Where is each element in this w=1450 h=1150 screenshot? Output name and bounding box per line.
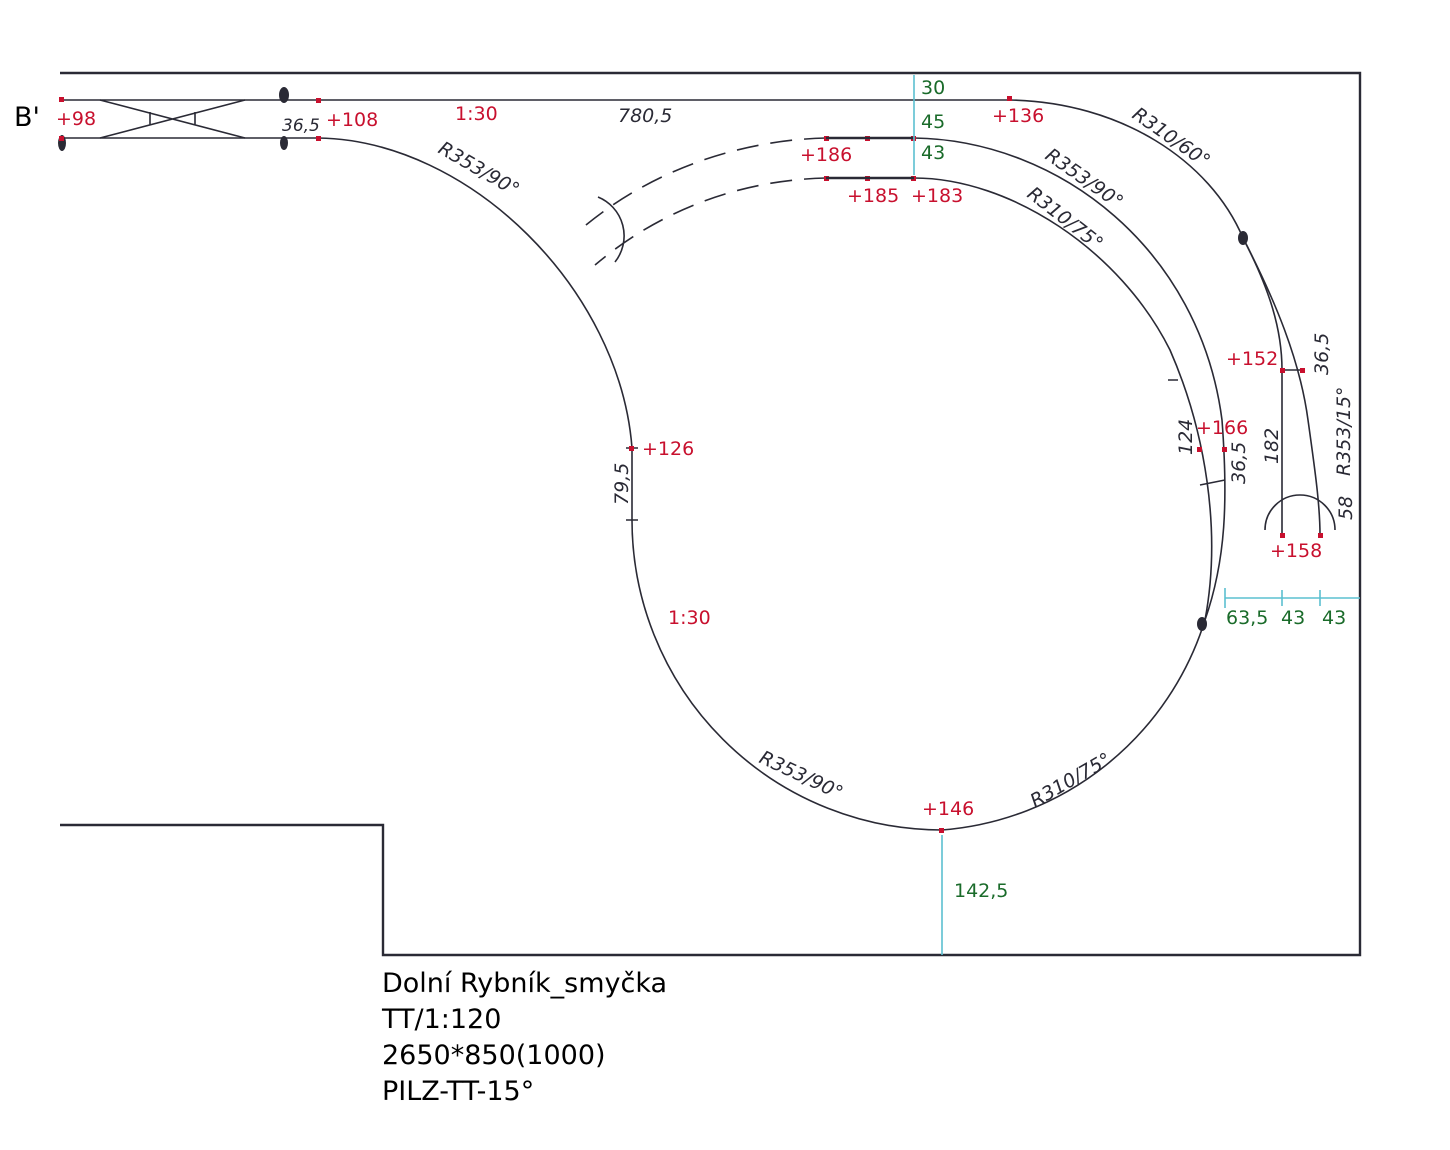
dimension-lines [913,75,1360,955]
plan-title: Dolní Rybník_smyčka [382,968,668,999]
track-length: 780,5 [618,105,672,127]
hidden-track-upper [579,137,827,231]
track-length: 58 [1335,496,1357,520]
track-radius: R310/75° [1027,749,1116,813]
dimension-label: 45 [921,111,945,133]
track-length: 182 [1261,428,1283,464]
buffer-stop [1264,494,1336,531]
gradient-label: 1:30 [455,103,498,125]
height-label: +166 [1196,417,1248,439]
dimension-label: 43 [1281,607,1305,629]
tunnel-portal [597,196,625,263]
loop-track-inner [317,137,1213,831]
track-length: 79,5 [611,463,633,505]
track-upper-main [60,99,1321,536]
bridge-segment [826,136,914,180]
plan-caption: Dolní Rybník_smyčka TT/1:120 2650*850(10… [382,966,667,1110]
board-outline [60,71,1362,957]
track-radius: R353/15° [1333,386,1355,476]
height-label: +186 [800,144,852,166]
track-radius: R353/90° [435,137,524,201]
height-label: +158 [1270,540,1322,562]
section-label: B' [14,102,40,133]
dimension-label: 63,5 [1226,607,1268,629]
track-length: 124 [1175,419,1197,455]
track-length: 36,5 [1311,333,1333,375]
height-label: +146 [922,798,974,820]
gradient-label: 1:30 [668,607,711,629]
hidden-track-lower [594,177,827,266]
track-radius: R310/60° [1128,103,1214,172]
plan-scale: TT/1:120 [382,1004,502,1035]
height-label: +98 [56,108,96,130]
height-label: +136 [992,105,1044,127]
track-length: 36,5 [282,116,320,136]
crossover [99,99,246,139]
height-label: +152 [1226,348,1278,370]
dimension-label: 142,5 [954,880,1008,902]
dimension-label: 43 [1322,607,1346,629]
loop-track-outer [826,137,1226,621]
plan-track-system: PILZ-TT-15° [382,1076,535,1107]
height-label: +183 [911,185,963,207]
height-label: +185 [847,185,899,207]
track-spur-right [1242,237,1283,535]
dimension-label: 30 [921,77,945,99]
track-length: 36,5 [1228,442,1250,484]
dimension-label: 43 [921,142,945,164]
height-label: +108 [326,109,378,131]
plan-dimensions: 2650*850(1000) [382,1040,606,1071]
height-label: +126 [642,438,694,460]
